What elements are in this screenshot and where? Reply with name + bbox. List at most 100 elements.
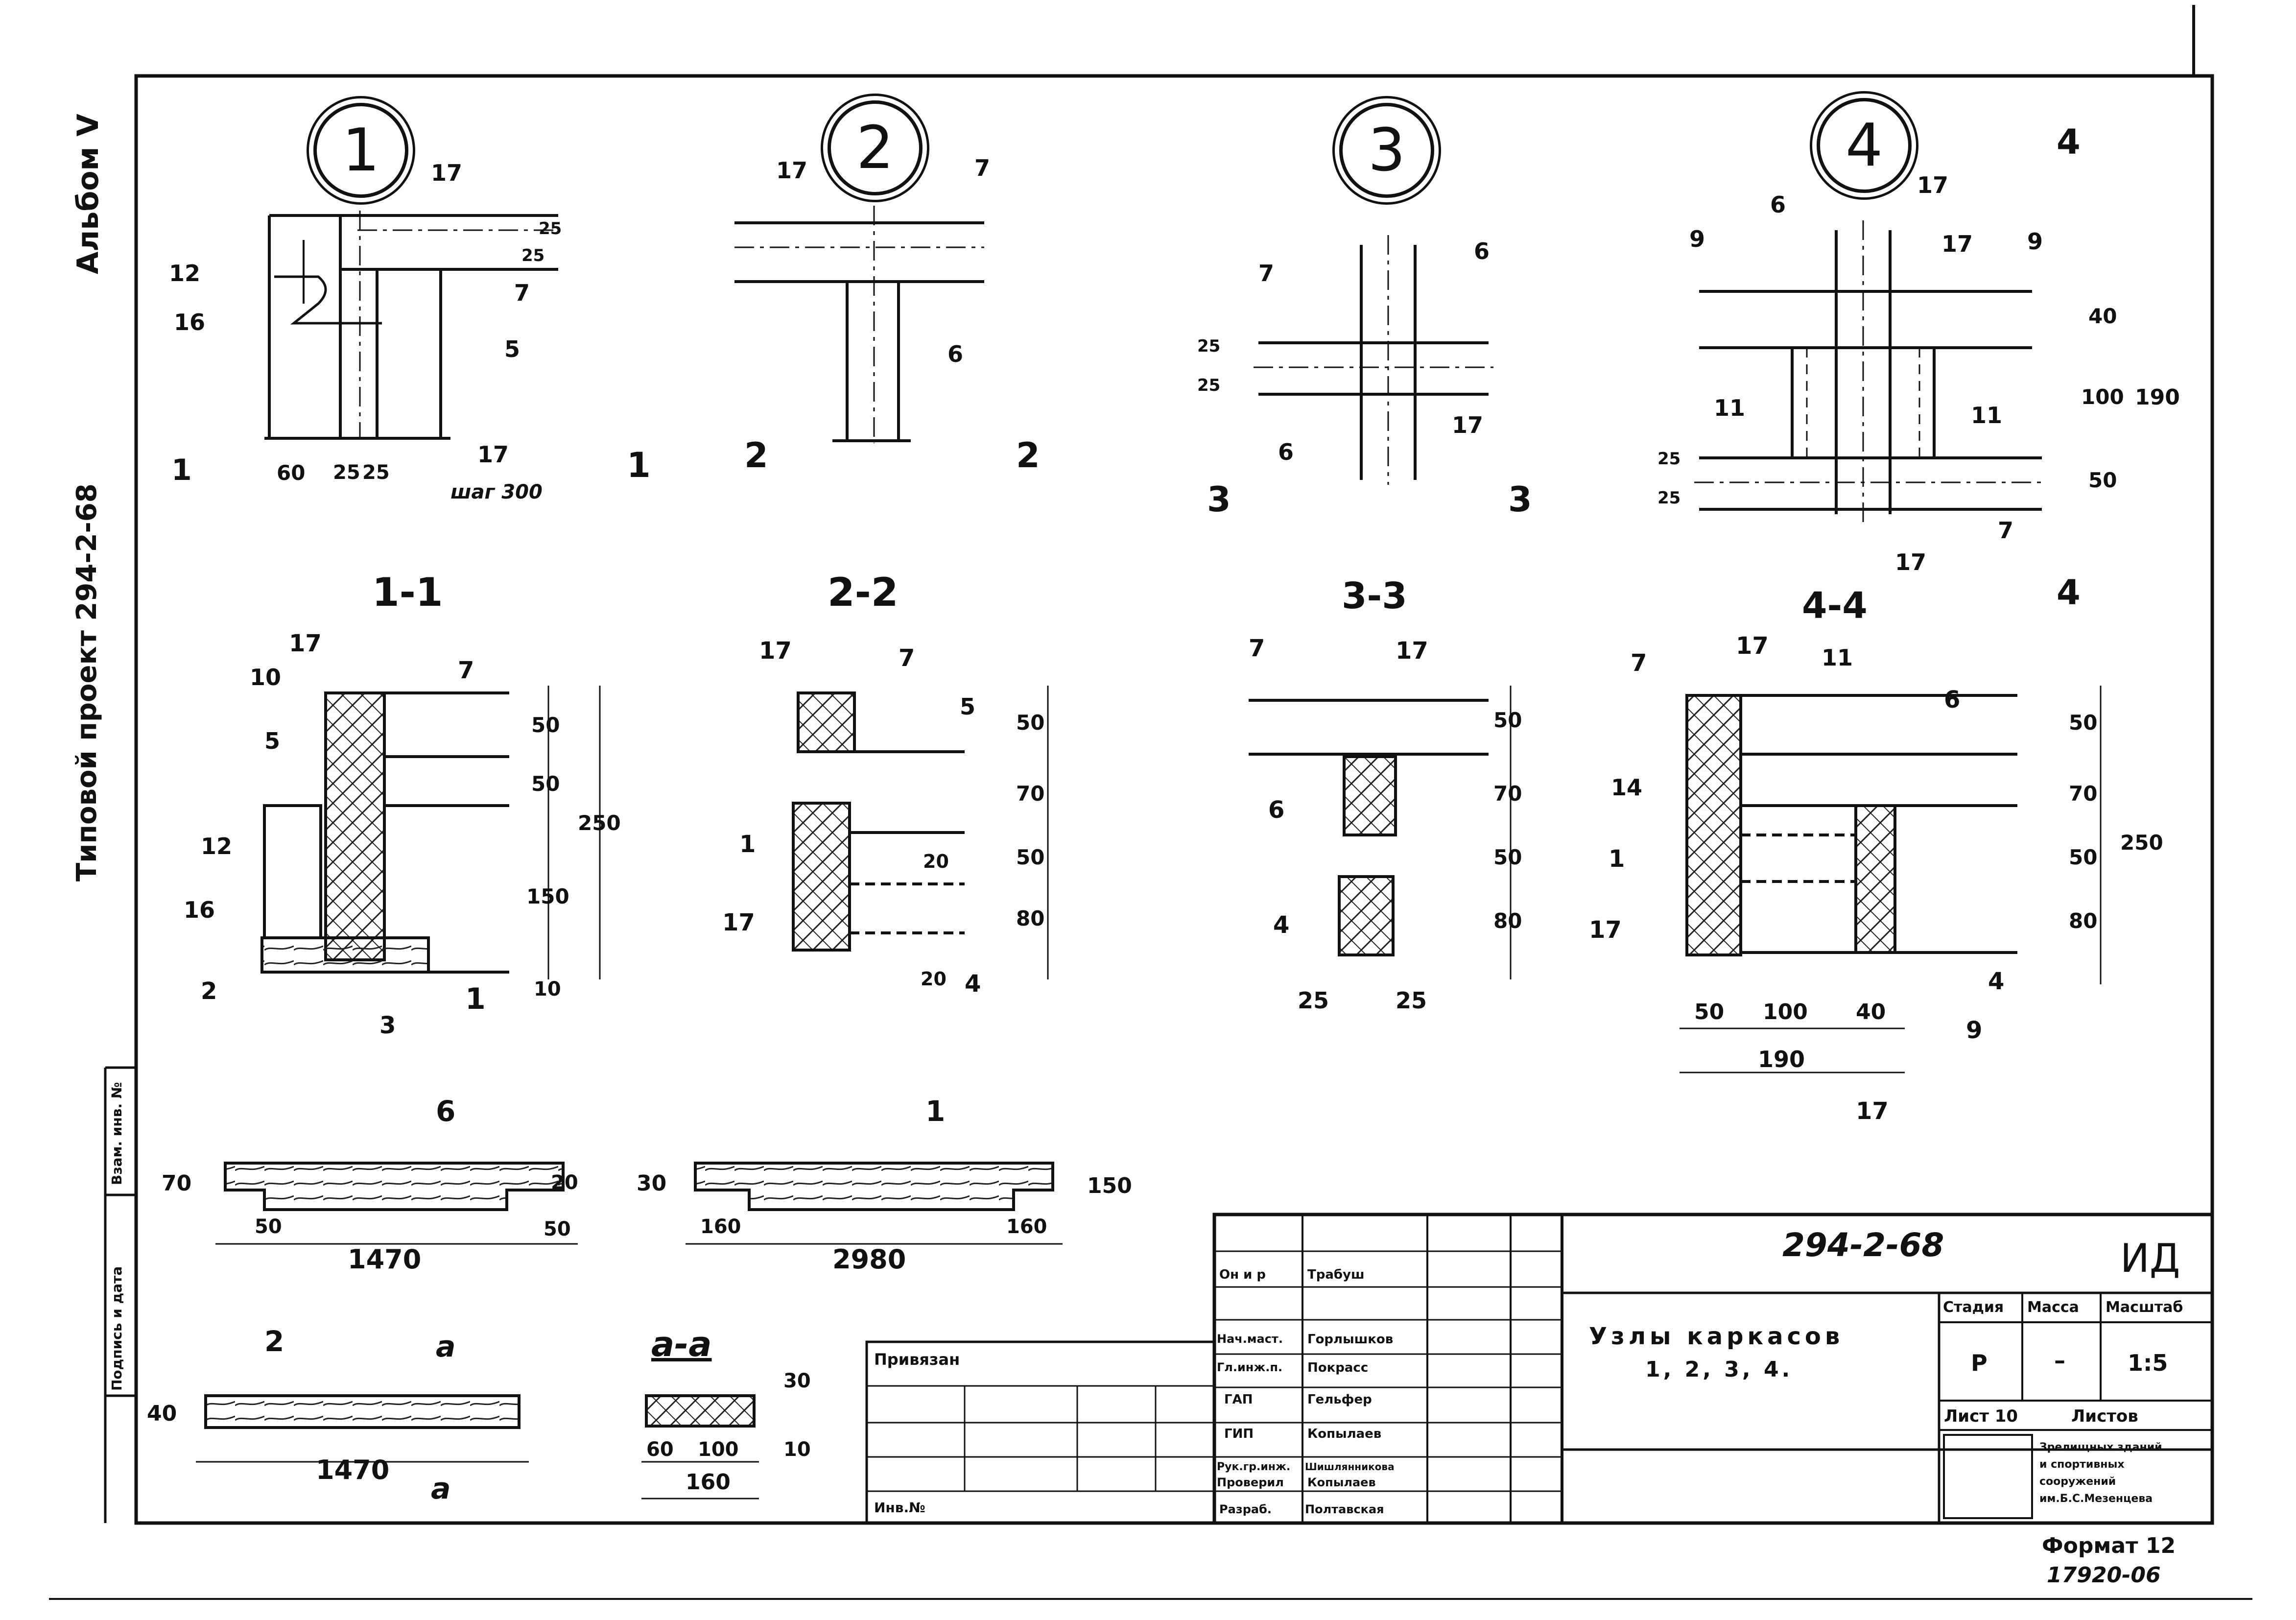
sec33-pos-4: 4 [1273, 911, 1290, 939]
sec44-dim-80: 80 [2069, 909, 2098, 933]
drawing-number: 294-2-68 [1782, 1226, 1944, 1264]
sec44-dim-h100: 100 [1763, 1000, 1808, 1024]
node1-pos-7: 7 [514, 280, 530, 306]
tb-role-5: Рук.гр.инж. [1217, 1461, 1291, 1473]
detail6-h1: 70 [162, 1171, 192, 1196]
scale-header: Масштаб [2106, 1299, 2183, 1316]
section-2-2-title: 2-2 [828, 570, 899, 615]
album-label: Альбом V [71, 114, 105, 274]
sec22-pos-17b: 17 [722, 909, 755, 936]
sec11-pos-2: 2 [201, 977, 217, 1005]
tb-name-1: Горлышков [1307, 1332, 1394, 1347]
sec11-pos-12: 12 [201, 833, 233, 859]
node2-pos-7: 7 [974, 155, 991, 181]
sec44-dim-250: 250 [2120, 831, 2163, 855]
node1-step: шаг 300 [450, 481, 543, 503]
detail-aa-w1: 60 [646, 1438, 674, 1461]
sec44-pos-9: 9 [1966, 1017, 1983, 1044]
node-1-number: 1 [342, 116, 380, 185]
section-2-2-drawing [792, 686, 1049, 979]
cut-4-bottom: 4 [2057, 572, 2081, 613]
section-3-3-title: 3-3 [1342, 575, 1407, 617]
sec22-dim-20b: 20 [921, 968, 947, 990]
tb-role-2: Гл.инж.п. [1217, 1360, 1283, 1374]
node1-pos-16: 16 [174, 309, 206, 335]
sec22-pos-7: 7 [899, 644, 915, 672]
sec44-dim-70: 70 [2069, 782, 2098, 806]
detail6-len: 1470 [348, 1244, 422, 1275]
org-line3: сооружений [2039, 1476, 2116, 1488]
drawing-title-line1: Узлы каркасов [1589, 1323, 1844, 1350]
detail1-left: 160 [700, 1215, 741, 1238]
node4-pos-17a: 17 [1917, 172, 1949, 198]
sec33-pos-17: 17 [1396, 637, 1428, 665]
section-1-1-title: 1-1 [372, 570, 443, 615]
sec22-pos-1: 1 [739, 831, 756, 858]
tb-name-5: Шишлянникова [1305, 1461, 1395, 1473]
node3-pos-17: 17 [1452, 412, 1484, 438]
node1-pos-5: 5 [504, 336, 521, 362]
sec44-dim-h190: 190 [1758, 1046, 1805, 1072]
sec33-dim-70: 70 [1493, 782, 1522, 806]
cut-1-left: 1 [171, 453, 192, 487]
node4-dim-50: 50 [2088, 468, 2117, 492]
node4-pos-17b: 17 [1941, 231, 1973, 257]
mass-header: Масса [2027, 1299, 2079, 1316]
sec33-pos-6: 6 [1268, 796, 1285, 824]
section-1-1-drawing [260, 686, 601, 979]
detail-aa-drawing [641, 1394, 759, 1500]
node-3-number: 3 [1368, 116, 1406, 185]
title-block-grid [865, 1213, 2214, 1525]
sec44-dim-h40: 40 [1856, 1000, 1886, 1024]
node-1-drawing [264, 211, 558, 440]
sec22-pos-17a: 17 [759, 637, 792, 665]
node4-dim-25b: 25 [1657, 488, 1681, 508]
sec33-pos-7: 7 [1249, 635, 1265, 662]
sec22-pos-4: 4 [965, 970, 981, 998]
sheets-count: Листов [2071, 1406, 2138, 1426]
node1-dim-25a: 25 [333, 461, 360, 484]
sec22-dim-50a: 50 [1016, 711, 1045, 735]
cut-3-left: 3 [1207, 479, 1231, 520]
cut-1-section-mark: 1 [465, 982, 486, 1016]
node3-dim-25a: 25 [1197, 336, 1221, 356]
node-4-number: 4 [1845, 111, 1883, 180]
node-1-marker: 1 [313, 103, 408, 198]
sec11-dim-150: 150 [526, 884, 569, 908]
sec11-pos-7: 7 [458, 657, 474, 684]
node2-pos-6: 6 [947, 341, 964, 367]
node1-dim-v25b: 25 [521, 246, 545, 265]
detail-aa-w2: 100 [698, 1438, 739, 1461]
cut-1-right: 1 [627, 445, 651, 485]
sheet-number: Лист 10 [1944, 1406, 2018, 1426]
detail-1-drawing [686, 1162, 1063, 1245]
sec11-dim-10: 10 [534, 978, 561, 1001]
sec11-dim-50a: 50 [531, 713, 560, 737]
node4-pos-17c: 17 [1895, 549, 1927, 575]
sec44-pos-7: 7 [1631, 649, 1647, 677]
sec22-pos-5: 5 [960, 693, 976, 720]
sec11-dim-250: 250 [578, 811, 621, 835]
mass-value: – [2054, 1347, 2065, 1374]
detail-aa-h2: 10 [783, 1438, 811, 1461]
tb-role-1: Нач.маст. [1217, 1332, 1283, 1346]
sec33-dim-50b: 50 [1493, 845, 1522, 869]
node1-pos-17b: 17 [477, 441, 509, 468]
node4-pos-9a: 9 [1689, 226, 1705, 252]
inventory-number: 17920-06 [2047, 1563, 2161, 1588]
detail-2-drawing [196, 1394, 529, 1463]
node3-pos-6b: 6 [1278, 439, 1294, 465]
detail1-h1: 30 [637, 1171, 667, 1196]
sec11-pos-10: 10 [250, 664, 282, 691]
node4-pos-9b: 9 [2027, 228, 2043, 255]
stamp-label: Подпись и дата [109, 1266, 125, 1391]
node4-pos-11b: 11 [1971, 402, 2003, 429]
node-2-marker: 2 [828, 100, 923, 195]
detail-6-drawing [215, 1162, 578, 1245]
cut-2-left: 2 [744, 435, 768, 476]
privyazan-label: Привязан [874, 1350, 960, 1369]
tb-name-6: Копылаев [1307, 1476, 1376, 1489]
doc-code: ИД [2120, 1236, 2180, 1281]
sec22-dim-80: 80 [1016, 906, 1045, 930]
